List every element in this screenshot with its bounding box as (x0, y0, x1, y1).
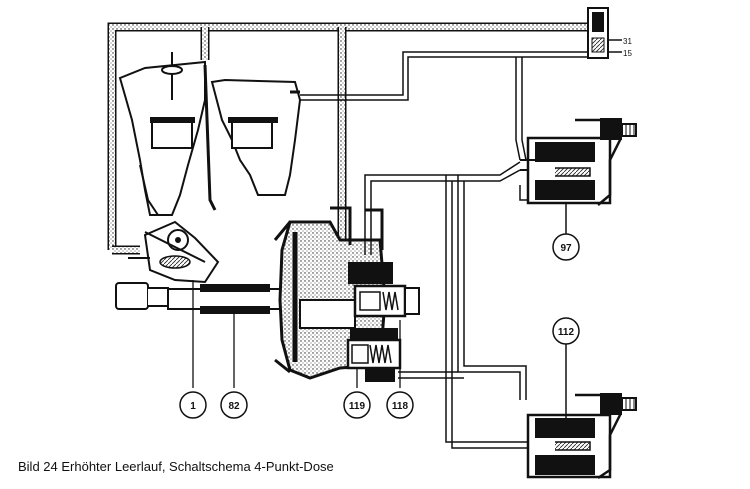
vacuum-hoses (300, 51, 588, 449)
figure-caption: Bild 24 Erhöhter Leerlauf, Schaltschema … (18, 459, 334, 474)
terminal-31-label: 31 (623, 37, 632, 46)
carburettor (118, 52, 302, 216)
callout-leaders (192, 280, 401, 388)
callout-1-label: 1 (190, 401, 196, 412)
callout-112-label: 112 (558, 327, 575, 338)
callout-82: 82 (220, 391, 248, 419)
callout-119: 119 (343, 391, 371, 419)
solenoid-valve-97 (520, 118, 637, 234)
vacuum-line-outer (107, 22, 588, 255)
callout-97: 97 (552, 233, 580, 261)
callout-82-label: 82 (228, 401, 240, 412)
callout-119-label: 119 (349, 401, 366, 412)
callout-118-label: 118 (392, 401, 409, 412)
callout-97-label: 97 (560, 243, 572, 254)
callout-1: 1 (179, 391, 207, 419)
callout-118: 118 (386, 391, 414, 419)
terminal-15-label: 15 (623, 49, 632, 58)
valve-118 (353, 284, 420, 318)
callout-112: 112 (552, 317, 580, 345)
throttle-lever (128, 220, 220, 284)
connector-plug (587, 7, 622, 59)
valve-119 (346, 338, 402, 382)
adjusting-screw (115, 282, 345, 314)
solenoid-valve-112 (526, 344, 637, 480)
